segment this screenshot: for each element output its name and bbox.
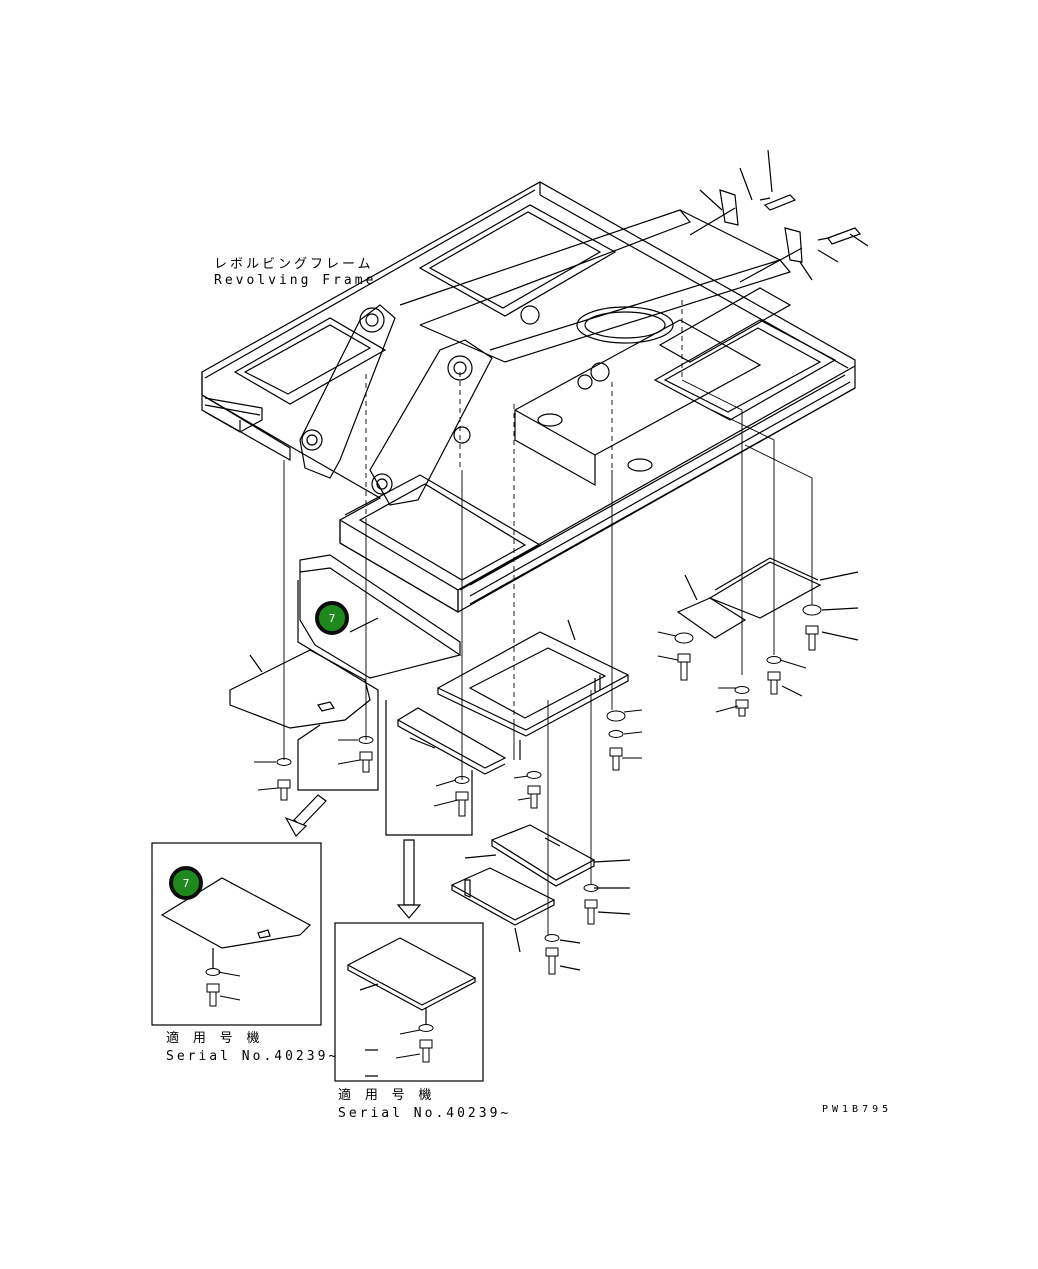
frame-label-en: Revolving Frame xyxy=(214,273,377,288)
arrow-to-right-inset xyxy=(396,839,422,919)
undercover-plates xyxy=(229,554,859,971)
callout-7-top[interactable]: 7 xyxy=(315,601,349,635)
assembly-guide-lines xyxy=(365,300,683,725)
inset-left xyxy=(151,842,322,1026)
inset-right-serial: Serial No.40239~ xyxy=(338,1106,512,1121)
callout-7-inset[interactable]: 7 xyxy=(169,866,203,900)
inset-right-applicable-label: 適 用 号 機 xyxy=(338,1088,435,1103)
revolving-frame xyxy=(201,149,869,614)
inset-left-serial: Serial No.40239~ xyxy=(166,1049,340,1064)
frame-label-jp: レボルビングフレーム xyxy=(214,257,374,272)
inset-left-applicable-label: 適 用 号 機 xyxy=(166,1031,263,1046)
part-guide-lines xyxy=(283,379,813,935)
drawing-code: PW1B795 xyxy=(822,1104,893,1115)
arrow-to-left-inset xyxy=(284,794,327,837)
bolts-and-washers xyxy=(205,604,822,1063)
inset-right xyxy=(334,922,484,1082)
